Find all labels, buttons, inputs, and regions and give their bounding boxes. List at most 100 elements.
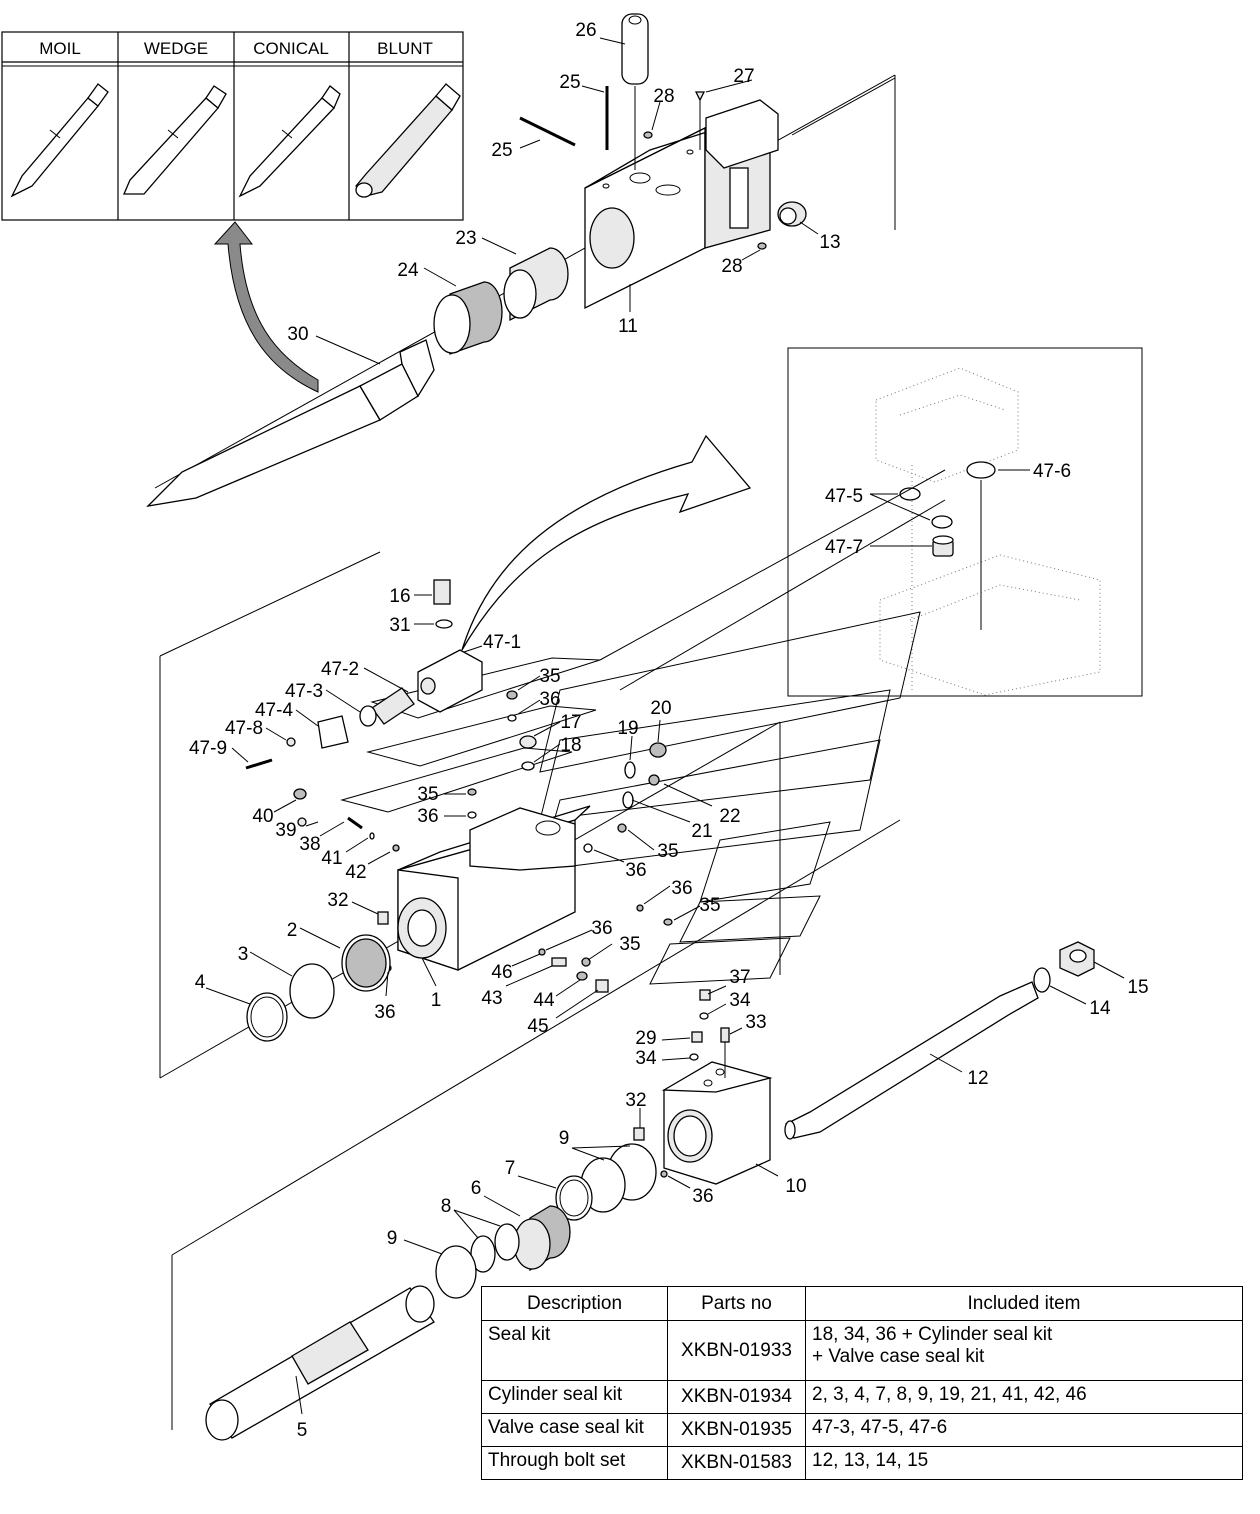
callout-34: 34 bbox=[729, 990, 751, 1011]
table-header-row: Description Parts no Included item bbox=[481, 1286, 1243, 1321]
callout-32: 32 bbox=[625, 1090, 646, 1111]
upward-arrow bbox=[213, 221, 319, 393]
callout-47-5: 47-5 bbox=[825, 486, 863, 507]
callout-35: 35 bbox=[699, 895, 720, 916]
callout-39: 39 bbox=[275, 820, 296, 841]
part-47-2-plug bbox=[371, 687, 415, 725]
row-parts-no: XKBN-01583 bbox=[667, 1446, 806, 1480]
valve-inset-box bbox=[787, 347, 1143, 697]
wedge-chisel-drawing bbox=[123, 85, 227, 195]
callout-labels: 26 25 25 27 28 28 13 11 23 24 30 16 31 4… bbox=[189, 20, 1149, 1441]
callout-45: 45 bbox=[527, 1016, 548, 1037]
callout-47-7: 47-7 bbox=[825, 537, 863, 558]
callout-25: 25 bbox=[491, 140, 512, 161]
callout-36: 36 bbox=[625, 860, 646, 881]
inset-arrow bbox=[461, 434, 752, 651]
callout-7: 7 bbox=[505, 1158, 516, 1179]
callout-47-1: 47-1 bbox=[483, 632, 521, 653]
callout-18: 18 bbox=[560, 735, 581, 756]
row-description: Cylinder seal kit bbox=[481, 1380, 668, 1414]
callout-28: 28 bbox=[721, 256, 742, 277]
callout-47-2: 47-2 bbox=[321, 659, 359, 680]
callout-47-3: 47-3 bbox=[285, 681, 323, 702]
callout-34: 34 bbox=[635, 1048, 657, 1069]
callout-36: 36 bbox=[692, 1186, 713, 1207]
part-26-pin bbox=[621, 13, 649, 85]
row-description: Through bolt set bbox=[481, 1446, 668, 1480]
callout-37: 37 bbox=[729, 967, 750, 988]
callout-41: 41 bbox=[321, 848, 342, 869]
callout-21: 21 bbox=[691, 821, 712, 842]
row-included-items: 18, 34, 36 + Cylinder seal kit + Valve c… bbox=[805, 1320, 1243, 1381]
callout-22: 22 bbox=[719, 806, 740, 827]
callout-40: 40 bbox=[252, 806, 273, 827]
callout-27: 27 bbox=[733, 66, 754, 87]
callout-9: 9 bbox=[559, 1128, 570, 1149]
callout-35: 35 bbox=[417, 784, 438, 805]
callout-17: 17 bbox=[560, 712, 581, 733]
callout-36: 36 bbox=[671, 878, 692, 899]
moil-chisel-drawing bbox=[10, 83, 109, 198]
callout-30: 30 bbox=[287, 324, 308, 345]
callout-12: 12 bbox=[967, 1068, 988, 1089]
column-header-description: Description bbox=[481, 1286, 668, 1321]
callout-31: 31 bbox=[389, 615, 410, 636]
row-included-items: 2, 3, 4, 7, 8, 9, 19, 21, 41, 42, 46 bbox=[805, 1380, 1243, 1414]
callout-1: 1 bbox=[431, 990, 442, 1011]
table-row: Seal kit XKBN-01933 18, 34, 36 + Cylinde… bbox=[481, 1320, 1243, 1381]
callout-9: 9 bbox=[387, 1228, 398, 1249]
callout-26: 26 bbox=[575, 20, 596, 41]
part-12-through-bolt bbox=[784, 981, 1039, 1140]
row-description: Valve case seal kit bbox=[481, 1413, 668, 1447]
part-6-seal-retainer bbox=[513, 1205, 571, 1272]
part-24-bush bbox=[433, 281, 503, 355]
callout-38: 38 bbox=[299, 834, 320, 855]
callout-36: 36 bbox=[374, 1002, 395, 1023]
callout-42: 42 bbox=[345, 862, 366, 883]
part-13-bush bbox=[777, 201, 807, 227]
table-row: Valve case seal kit XKBN-01935 47-3, 47-… bbox=[481, 1413, 1243, 1447]
callout-44: 44 bbox=[533, 990, 555, 1011]
tool-type-panel: MOIL WEDGE CONICAL BLUNT bbox=[1, 31, 464, 221]
table-row: Cylinder seal kit XKBN-01934 2, 3, 4, 7,… bbox=[481, 1380, 1243, 1414]
row-included-items: 12, 13, 14, 15 bbox=[805, 1446, 1243, 1480]
callout-32: 32 bbox=[327, 890, 348, 911]
callout-4: 4 bbox=[195, 972, 206, 993]
row-parts-no: XKBN-01933 bbox=[667, 1320, 806, 1381]
callout-29: 29 bbox=[635, 1028, 656, 1049]
part-15-nut bbox=[1059, 941, 1095, 977]
callout-20: 20 bbox=[650, 698, 671, 719]
callout-47-9: 47-9 bbox=[189, 738, 227, 759]
part-47-1-valve-block bbox=[417, 649, 483, 713]
callout-16: 16 bbox=[389, 586, 410, 607]
callout-2: 2 bbox=[287, 920, 298, 941]
column-header-parts-no: Parts no bbox=[667, 1286, 806, 1321]
tool-header-blunt: BLUNT bbox=[377, 39, 433, 58]
table-row: Through bolt set XKBN-01583 12, 13, 14, … bbox=[481, 1446, 1243, 1480]
blunt-chisel-drawing bbox=[355, 83, 461, 198]
callout-35: 35 bbox=[657, 841, 678, 862]
callout-47-4: 47-4 bbox=[255, 700, 293, 721]
callout-36: 36 bbox=[417, 806, 438, 827]
callout-13: 13 bbox=[819, 232, 840, 253]
tool-header-wedge: WEDGE bbox=[144, 39, 208, 58]
callout-8: 8 bbox=[441, 1196, 452, 1217]
callout-36: 36 bbox=[591, 918, 612, 939]
row-parts-no: XKBN-01934 bbox=[667, 1380, 806, 1414]
leader-lines bbox=[205, 37, 1125, 1415]
part-5-piston bbox=[205, 1285, 435, 1441]
callout-15: 15 bbox=[1127, 977, 1148, 998]
callout-5: 5 bbox=[297, 1420, 308, 1441]
callout-3: 3 bbox=[238, 944, 249, 965]
callout-23: 23 bbox=[455, 228, 476, 249]
seal-kit-table: Description Parts no Included item Seal … bbox=[481, 1286, 1243, 1480]
part-23-ring bbox=[503, 247, 569, 322]
callout-14: 14 bbox=[1089, 998, 1111, 1019]
callout-33: 33 bbox=[745, 1012, 766, 1033]
row-description: Seal kit bbox=[481, 1320, 668, 1381]
front-head-housing bbox=[584, 99, 779, 310]
column-header-included-item: Included item bbox=[805, 1286, 1243, 1321]
callout-35: 35 bbox=[619, 934, 640, 955]
row-parts-no: XKBN-01935 bbox=[667, 1413, 806, 1447]
